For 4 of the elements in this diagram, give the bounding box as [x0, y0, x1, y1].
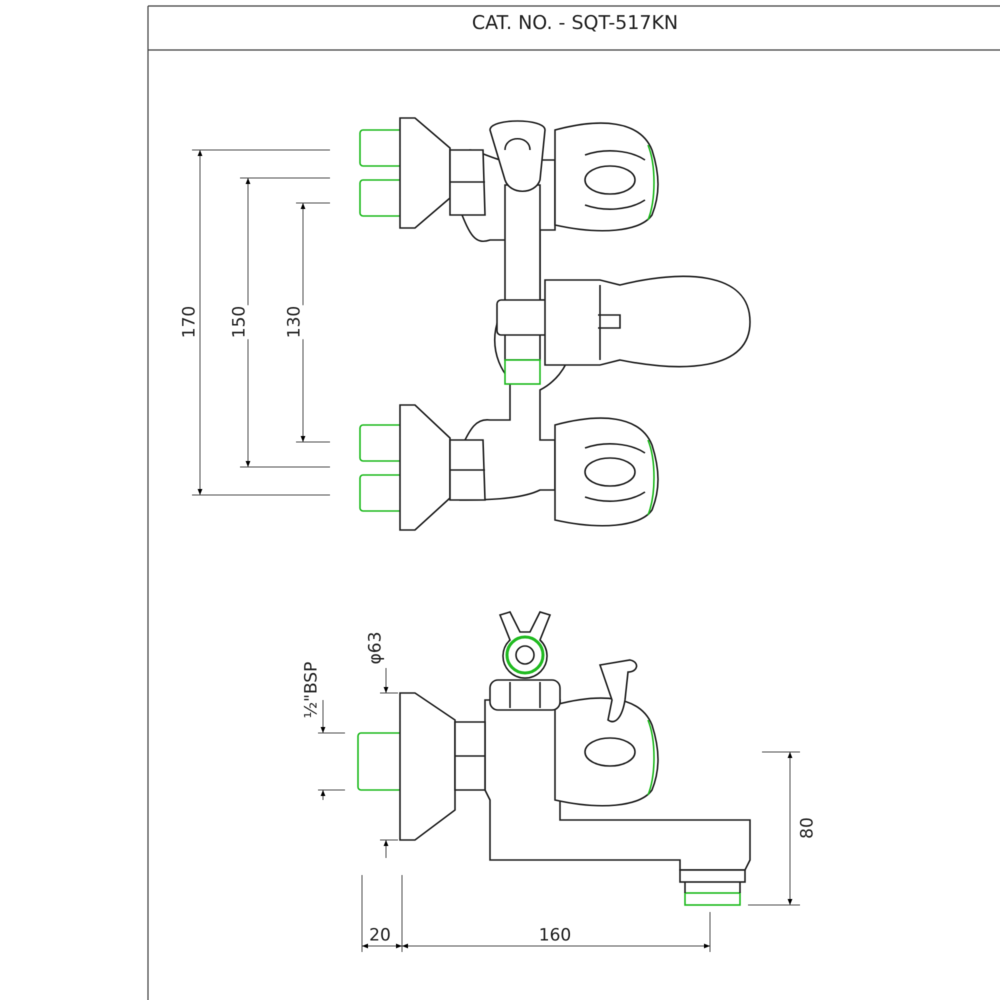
dimension-text: φ63 [368, 630, 384, 666]
dimension-text: 130 [286, 304, 304, 340]
title: CAT. NO. - SQT-517KN [472, 12, 678, 34]
dimension-text: 150 [232, 304, 248, 340]
